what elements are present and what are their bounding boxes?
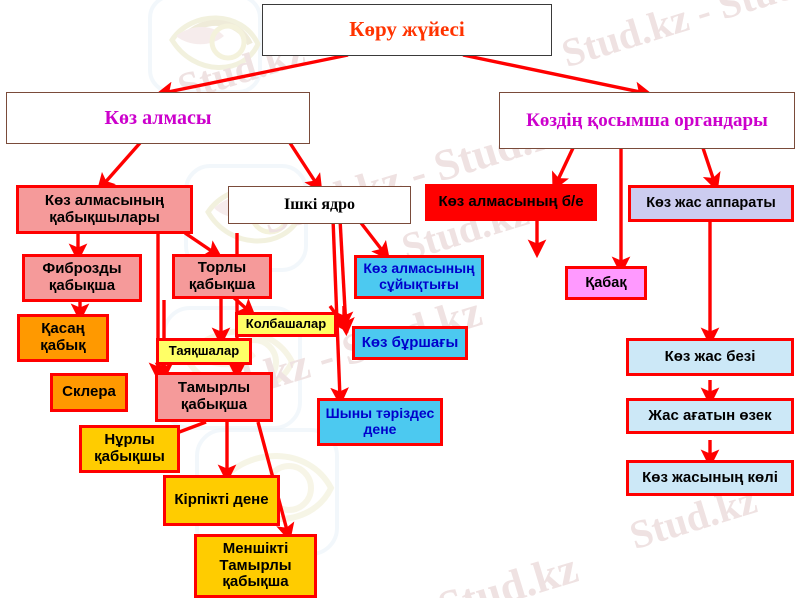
node-aqueous-humour[interactable]: Көз алмасының сұйықтығы: [354, 255, 484, 299]
node-iris[interactable]: Нұрлы қабықшы: [79, 425, 180, 473]
node-lacrimal-gland-label: Көз жас безі: [664, 347, 756, 365]
node-eyeball-muscles[interactable]: Көз алмасының б/е: [425, 184, 597, 221]
node-lacrimal-apparatus-label: Көз жас аппараты: [646, 195, 776, 212]
node-root[interactable]: Көру жүйесі: [262, 4, 552, 56]
node-accessory-organs-label: Көздің қосымша органдары: [526, 109, 768, 131]
node-lens[interactable]: Көз бұршағы: [352, 326, 468, 360]
node-cones-label: Колбашалар: [245, 316, 327, 332]
node-ciliary-body-label: Кірпікті дене: [174, 491, 269, 509]
node-vitreous-body[interactable]: Шыны тәріздес дене: [317, 398, 443, 446]
node-accessory-organs[interactable]: Көздің қосымша органдары: [499, 92, 795, 149]
node-lacrimal-gland[interactable]: Көз жас безі: [626, 338, 794, 376]
node-retina-label: Торлы қабықша: [188, 258, 256, 293]
node-lacrimal-apparatus[interactable]: Көз жас аппараты: [628, 185, 794, 222]
node-rods-label: Таяқшалар: [168, 343, 240, 359]
node-fibrous-membrane-label: Фиброзды қабықша: [42, 260, 122, 294]
node-inner-core-label: Ішкі ядро: [283, 196, 356, 214]
node-eyeball-label: Көз алмасы: [104, 106, 212, 129]
node-lacrimal-duct-label: Жас ағатын өзек: [648, 406, 772, 424]
node-choroid-label: Меншікті Тамырлы қабықша: [219, 539, 292, 591]
node-eyeball-muscles-label: Көз алмасының б/е: [438, 193, 584, 211]
node-lacrimal-duct[interactable]: Жас ағатын өзек: [626, 398, 794, 434]
node-vascular-membrane[interactable]: Тамырлы қабықша: [155, 372, 273, 422]
node-cornea-label: Қасаң қабық: [40, 320, 86, 354]
watermark-text-2: Stud.kz - Stud.kz: [556, 0, 800, 76]
node-retina[interactable]: Торлы қабықша: [172, 254, 272, 299]
node-root-label: Көру жүйесі: [349, 17, 465, 42]
watermark-text-5: Stud.kz: [432, 543, 584, 598]
node-cones[interactable]: Колбашалар: [235, 312, 337, 337]
node-fibrous-membrane[interactable]: Фиброзды қабықша: [22, 254, 142, 302]
node-cornea[interactable]: Қасаң қабық: [17, 314, 109, 362]
node-rods[interactable]: Таяқшалар: [156, 338, 252, 365]
node-sclera-label: Склера: [62, 383, 116, 401]
node-lacrimal-lake-label: Көз жасының көлі: [642, 468, 778, 486]
node-eyelid-label: Қабақ: [585, 274, 627, 291]
node-lens-label: Көз бұршағы: [361, 333, 459, 351]
node-aqueous-humour-label: Көз алмасының сұйықтығы: [363, 260, 475, 292]
node-vitreous-body-label: Шыны тәріздес дене: [325, 405, 435, 437]
node-eyeball-membranes-label: Көз алмасының қабықшылары: [44, 191, 165, 226]
node-lacrimal-lake[interactable]: Көз жасының көлі: [626, 460, 794, 496]
node-eyeball-membranes[interactable]: Көз алмасының қабықшылары: [16, 185, 193, 234]
node-vascular-membrane-label: Тамырлы қабықша: [177, 379, 251, 413]
node-eyelid[interactable]: Қабақ: [565, 266, 647, 300]
node-eyeball[interactable]: Көз алмасы: [6, 92, 310, 144]
node-sclera[interactable]: Склера: [50, 373, 128, 412]
node-ciliary-body[interactable]: Кірпікті дене: [163, 475, 280, 526]
node-choroid[interactable]: Меншікті Тамырлы қабықша: [194, 534, 317, 598]
node-inner-core[interactable]: Ішкі ядро: [228, 186, 411, 224]
node-iris-label: Нұрлы қабықшы: [94, 431, 165, 465]
